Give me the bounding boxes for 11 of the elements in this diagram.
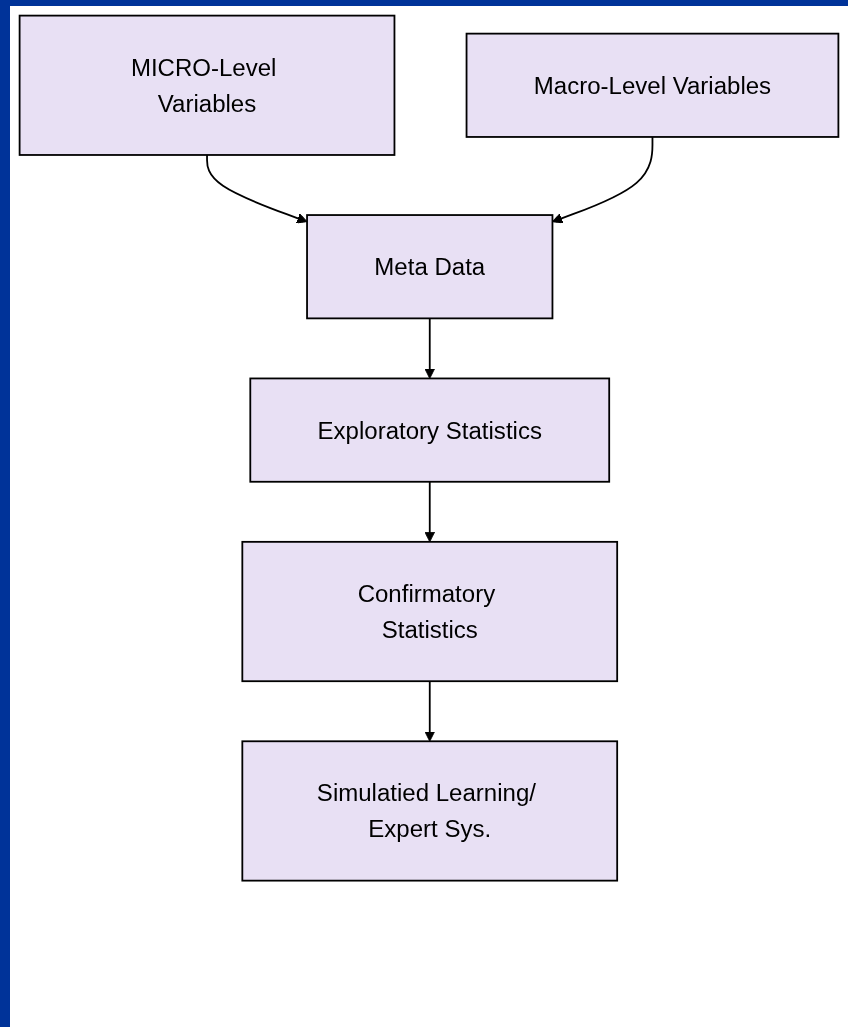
- arrow: [552, 136, 654, 224]
- arrow: [424, 480, 436, 543]
- node-box: MICRO-Level Variables: [18, 14, 396, 156]
- node-box: Exploratory Statistics: [249, 377, 611, 483]
- node-box: Macro-Level Variables: [465, 32, 840, 138]
- arrow: [424, 317, 436, 379]
- arrow: [424, 680, 436, 742]
- node-box: Simulatied Learning/ Expert Sys.: [241, 740, 619, 882]
- arrow: [206, 154, 308, 224]
- node-box: Meta Data: [306, 214, 554, 320]
- node-box: Confirmatory Statistics: [241, 540, 619, 683]
